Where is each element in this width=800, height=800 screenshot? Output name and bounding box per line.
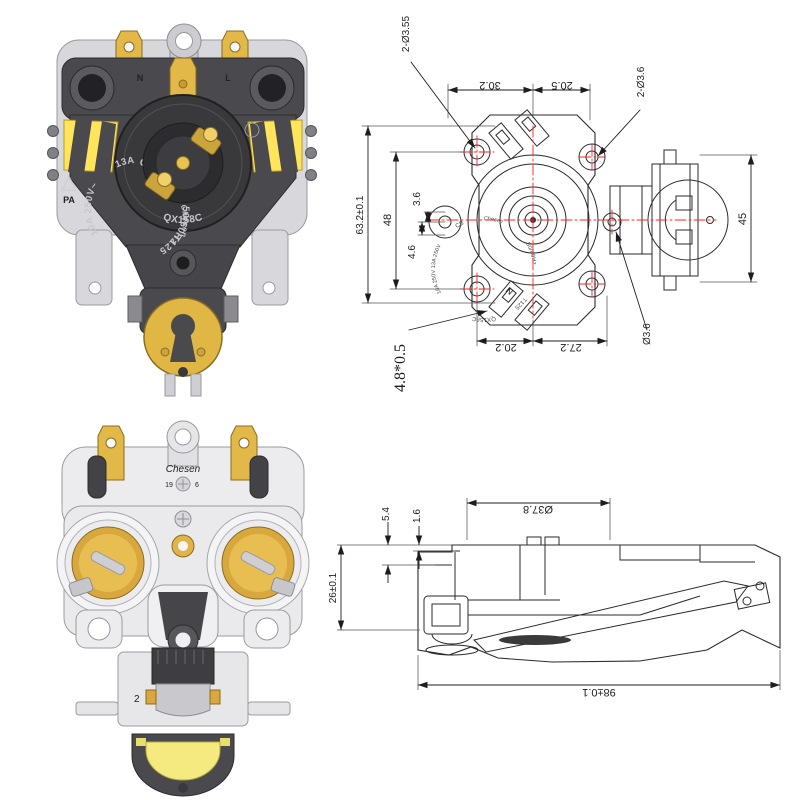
contact-upper — [190, 126, 222, 155]
mounting-hole-left — [69, 65, 115, 111]
terminal-l-label: L — [225, 73, 231, 83]
dim-5-4: 5.4 — [381, 507, 392, 521]
dim-dia-37-8: Ø37.8 — [523, 503, 553, 515]
dimension-lines-top — [364, 61, 755, 345]
svg-text:CB: CB — [455, 221, 465, 230]
svg-text:6: 6 — [195, 482, 199, 489]
svg-text:13A: 13A — [114, 155, 136, 170]
side-pin-right — [247, 701, 291, 716]
svg-text:10A 250V 13A 250V: 10A 250V 13A 250V — [431, 243, 443, 294]
extension-lines-side — [337, 498, 781, 690]
cert-mark-icon — [244, 122, 260, 138]
svg-text:19: 19 — [165, 482, 173, 489]
svg-text:50/60Hz: 50/60Hz — [524, 242, 537, 265]
outline-side — [417, 544, 781, 663]
outline-body — [471, 114, 596, 326]
svg-text:QX158C: QX158C — [471, 315, 496, 322]
dim-4-6: 4.6 — [407, 245, 418, 259]
disc-holder — [131, 733, 235, 797]
dim-27-2: 27.2 — [560, 341, 581, 353]
extension-lines-top — [361, 83, 758, 347]
contact-insert — [145, 647, 221, 717]
pa-material-mark: PA — [60, 175, 78, 205]
drawing-dial-text: 50/60Hz T125 QX158C 10A 250V 13A 250V CB… — [431, 216, 537, 322]
slot-left — [87, 455, 107, 499]
lever-pivot — [169, 249, 197, 277]
mounting-ear-left — [75, 609, 123, 649]
left-bracket — [75, 229, 113, 306]
dial-amp: 13A — [114, 155, 135, 170]
outline-terminals-bottom — [488, 280, 550, 331]
callout-holes-top: 2-Ø3.55 — [401, 15, 412, 52]
metal-eyelet — [166, 420, 200, 467]
photo-top-view: N L Chesen CE CB — [47, 23, 317, 397]
drawing-top-view: N 50/60Hz T125 QX158C 10A 250V 13A 250V … — [355, 15, 758, 392]
cavity-mark: 2 — [134, 694, 140, 705]
dim-1-6: 1.6 — [412, 509, 423, 523]
center-pin — [176, 156, 190, 170]
dim-30-2: 30.2 — [479, 79, 500, 91]
dim-20-2: 20.2 — [495, 341, 516, 353]
callout-hole-3-6: Ø3.6 — [642, 323, 653, 345]
terminal-n-label: N — [137, 73, 144, 83]
svg-text:QX158C: QX158C — [162, 212, 204, 226]
brand-engraving: Chesen — [166, 464, 201, 475]
mounting-hole-right — [249, 65, 295, 111]
dial-brand: Chesen — [179, 204, 190, 239]
slot-right — [249, 455, 269, 499]
dim-98: 98±0.1 — [582, 686, 616, 698]
dim-20-5: 20.5 — [551, 79, 572, 91]
dim-26: 26±0.1 — [328, 572, 339, 603]
mounting-ear-right — [243, 609, 291, 649]
outline-terminals-top — [488, 109, 550, 160]
svg-text:PA: PA — [63, 195, 75, 205]
yellow-wing-right — [247, 118, 303, 176]
bimetal-well-left — [56, 511, 160, 615]
callout-terminal-size: 4.8*0.5 — [392, 344, 409, 392]
rivets-left — [47, 125, 59, 181]
center-screw — [174, 510, 192, 528]
centerlines — [427, 125, 717, 319]
photo-bottom-view: Chesen 19 6 — [56, 420, 310, 797]
contact-lower — [144, 171, 176, 200]
yellow-wing-left — [63, 118, 119, 176]
dim-48: 48 — [382, 214, 394, 226]
drawing-side-view: Ø37.8 5.4 1.6 26±0.1 98±0.1 — [328, 498, 781, 698]
pivot-arch — [147, 584, 219, 656]
callout-holes-right: 2-Ø3.6 — [636, 66, 647, 97]
dim-45: 45 — [737, 213, 749, 225]
date-wheel: 19 6 — [165, 476, 199, 492]
center-gold-ring — [171, 534, 195, 558]
rivets-right — [305, 125, 317, 181]
dial-model: QX158C — [162, 212, 204, 226]
dim-63-2: 63.2±0.1 — [355, 195, 366, 234]
dim-3-6: 3.6 — [412, 192, 423, 206]
dimension-lines-side — [337, 499, 780, 689]
terminal-n-mark: N — [504, 285, 516, 297]
side-pin-left — [75, 701, 119, 716]
svg-text:Chesen: Chesen — [179, 204, 190, 239]
bimetal-well-right — [206, 511, 310, 615]
svg-text:Chesen: Chesen — [484, 216, 504, 225]
steam-disc — [143, 297, 223, 377]
outline-side-details — [418, 536, 771, 656]
right-bracket — [251, 229, 289, 306]
